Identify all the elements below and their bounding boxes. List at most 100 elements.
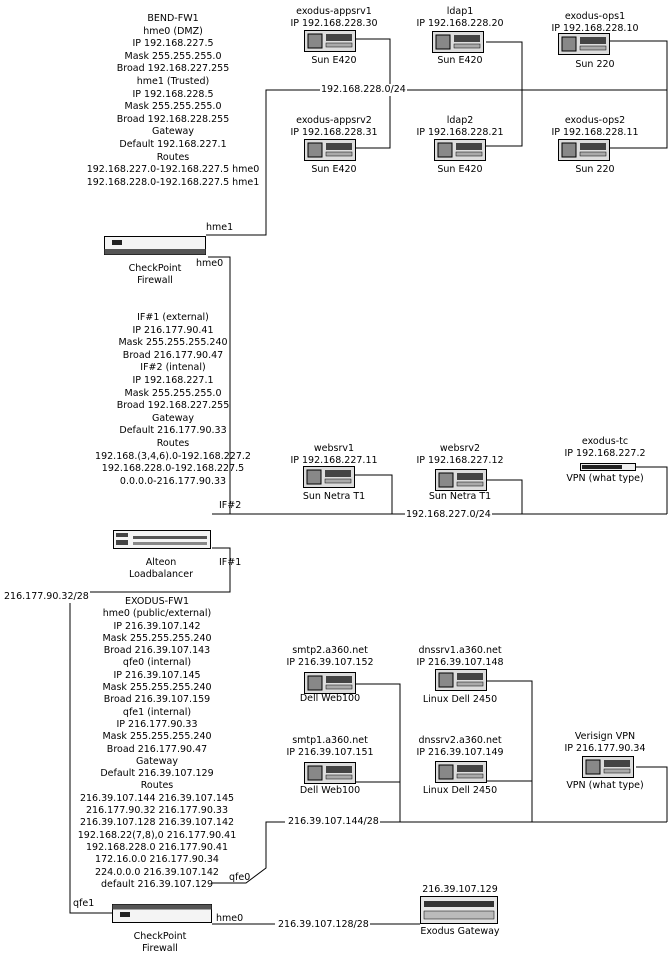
server-icon[interactable] xyxy=(435,669,487,691)
config-line: 216.177.90.32 216.177.90.33 xyxy=(85,805,229,817)
link-verisign xyxy=(636,766,668,822)
config-line: 192.168.(3,4,6).0-192.168.227.2 xyxy=(95,450,251,462)
server-name: exodus-ops1 xyxy=(564,11,626,22)
server-ip: IP 216.39.107.148 xyxy=(416,657,504,668)
iface-label: hme0 xyxy=(216,913,244,924)
config-line: Broad 216.177.90.47 xyxy=(106,743,208,755)
iface-label: qfe1 xyxy=(73,898,95,909)
firewall-icon[interactable] xyxy=(104,236,206,255)
config-line: default 216.39.107.129 xyxy=(101,878,213,890)
server-icon[interactable] xyxy=(432,31,484,53)
server-model: VPN (what type) xyxy=(566,473,644,484)
link-smtp2 xyxy=(356,683,401,822)
config-line: IP 216.39.107.142 xyxy=(113,620,201,632)
config-line: hme1 (Trusted) xyxy=(136,75,210,87)
config-line: IP 216.177.90.41 xyxy=(132,324,214,336)
server-model: Sun Netra T1 xyxy=(428,491,492,502)
link-vpn-tc xyxy=(636,466,668,514)
server-icon[interactable] xyxy=(304,30,356,52)
server-model: Sun E420 xyxy=(437,55,483,66)
server-model: Dell Web100 xyxy=(299,785,361,796)
loadbalancer-icon[interactable] xyxy=(113,530,211,549)
config-line: Mask 255.255.255.0 xyxy=(124,50,222,62)
config-line: Routes xyxy=(140,780,174,792)
link-alteon-if1 xyxy=(70,547,231,593)
server-name: Verisign VPN xyxy=(574,731,636,742)
server-ip: IP 192.168.227.2 xyxy=(564,448,646,459)
server-ip: IP 216.39.107.151 xyxy=(286,747,374,758)
server-icon[interactable] xyxy=(582,756,634,778)
network-label: 216.39.107.128/28 xyxy=(277,919,370,932)
config-line: Mask 255.255.255.240 xyxy=(102,731,212,743)
network-label: 192.168.227.0/24 xyxy=(405,509,492,522)
config-line: 216.39.107.144 216.39.107.145 xyxy=(79,792,235,804)
server-ip: IP 216.177.90.34 xyxy=(564,743,646,754)
server-name: smtp1.a360.net xyxy=(292,735,368,746)
config-line: Mask 255.255.255.0 xyxy=(124,101,222,113)
gateway-ip: 216.39.107.129 xyxy=(422,884,498,895)
server-name: dnssrv2.a360.net xyxy=(418,735,502,746)
config-line: IP 216.177.90.33 xyxy=(116,718,198,730)
server-model: Sun E420 xyxy=(311,55,357,66)
config-line: 172.16.0.0 216.177.90.34 xyxy=(95,854,219,866)
server-model: Sun E420 xyxy=(437,164,483,175)
server-icon[interactable] xyxy=(435,761,487,783)
vpn-device-icon[interactable] xyxy=(580,462,636,472)
device-label: Firewall xyxy=(142,943,178,954)
config-line: Routes xyxy=(156,437,190,449)
server-name: exodus-tc xyxy=(581,436,629,447)
server-icon[interactable] xyxy=(304,762,356,784)
server-model: Linux Dell 2450 xyxy=(422,785,498,796)
server-ip: IP 192.168.228.31 xyxy=(290,127,378,138)
device-label: CheckPoint xyxy=(133,931,187,942)
server-name: ldap1 xyxy=(446,6,474,17)
gateway-router-icon[interactable] xyxy=(420,896,498,924)
iface-label: hme0 xyxy=(196,258,224,269)
config-line: qfe0 (internal) xyxy=(122,657,192,669)
server-icon[interactable] xyxy=(435,469,487,491)
server-icon[interactable] xyxy=(558,139,610,161)
config-line: EXODUS-FW1 xyxy=(124,596,189,607)
config-line: hme0 (DMZ) xyxy=(143,25,203,37)
server-model: Sun 220 xyxy=(575,59,615,70)
config-line: Gateway xyxy=(136,755,178,767)
link-dnssrv1 xyxy=(487,680,533,822)
server-model: Sun E420 xyxy=(311,164,357,175)
config-line: Broad 192.168.227.255 xyxy=(116,63,230,75)
server-icon[interactable] xyxy=(304,139,356,161)
server-ip: IP 216.39.107.152 xyxy=(286,657,374,668)
config-line: Mask 255.255.255.0 xyxy=(124,387,222,399)
config-line: 192.168.228.0-192.168.227.5 xyxy=(101,463,245,475)
config-line: IP 192.168.228.5 xyxy=(132,88,214,100)
config-line: Broad 216.39.107.159 xyxy=(103,694,211,706)
config-line: Mask 255.255.255.240 xyxy=(102,632,212,644)
iface-label: IF#2 xyxy=(219,500,242,511)
server-icon[interactable] xyxy=(434,139,486,161)
server-name: websrv2 xyxy=(439,443,481,454)
link-websrv1 xyxy=(355,474,393,514)
server-icon[interactable] xyxy=(304,672,356,694)
config-line: 0.0.0.0-216.177.90.33 xyxy=(119,475,227,487)
config-line: Broad 216.177.90.47 xyxy=(122,349,224,361)
server-icon[interactable] xyxy=(303,466,355,488)
firewall-icon[interactable] xyxy=(112,904,212,923)
server-ip: IP 192.168.228.10 xyxy=(551,23,639,34)
server-name: ldap2 xyxy=(446,115,474,126)
server-icon[interactable] xyxy=(558,33,610,55)
server-name: dnssrv1.a360.net xyxy=(418,645,502,656)
server-model: VPN (what type) xyxy=(566,780,644,791)
config-line: Mask 255.255.255.240 xyxy=(102,682,212,694)
server-model: Sun 220 xyxy=(575,164,615,175)
server-name: websrv1 xyxy=(313,443,355,454)
config-line: IF#2 (intenal) xyxy=(140,362,206,374)
config-line: 216.39.107.128 216.39.107.142 xyxy=(79,817,235,829)
config-line: IF#1 (external) xyxy=(137,312,209,323)
link-ops1 xyxy=(610,40,668,149)
config-line: Gateway xyxy=(152,126,194,138)
server-ip: IP 192.168.228.21 xyxy=(416,127,504,138)
config-line: IP 192.168.227.5 xyxy=(132,38,214,50)
